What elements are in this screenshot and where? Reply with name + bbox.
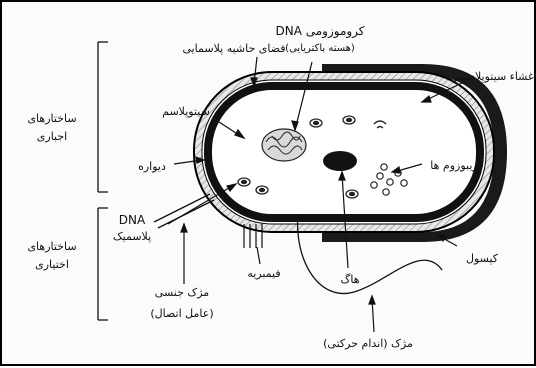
nucleoid-dna-tangle	[262, 129, 306, 161]
label-plasmid: پلاسمیک	[113, 230, 151, 243]
label-optional-structures: ساختارهای	[27, 240, 76, 253]
label-optional: اختیاری	[35, 258, 69, 271]
label-cytoplasm: سیتوپلاسم	[162, 105, 210, 118]
label-capsule: کپسول	[466, 252, 499, 265]
label-conjugation-factor: (عامل اتصال)	[150, 307, 213, 320]
brace-lines	[98, 42, 108, 320]
label-flagellum: مژک (اندام حرکتی)	[323, 337, 413, 350]
label-plasmid-dna: DNA	[119, 213, 146, 227]
label-cytoplasmic-membrane: غشاء سیتوپلاسمی	[450, 70, 534, 83]
inclusion-body	[323, 151, 357, 171]
label-cell-wall: دیواره	[138, 160, 166, 173]
label-essential-structures: ساختارهای	[27, 112, 76, 125]
label-bacterial-nucleus: (هسته باکتریایی)	[285, 43, 355, 54]
label-ribosomes: ریبوزوم ها	[430, 159, 477, 172]
label-fimbria: فیمبریه	[247, 267, 280, 280]
label-sex-pilus: مژک جنسی	[155, 286, 210, 299]
label-inclusion: هاگ	[341, 273, 360, 286]
label-dna-chromosome: DNA کروموزومی	[275, 24, 364, 39]
label-periplasmic-space: فضای حاشیه پلاسمایی	[182, 42, 285, 55]
label-essential: اجباری	[37, 130, 67, 143]
